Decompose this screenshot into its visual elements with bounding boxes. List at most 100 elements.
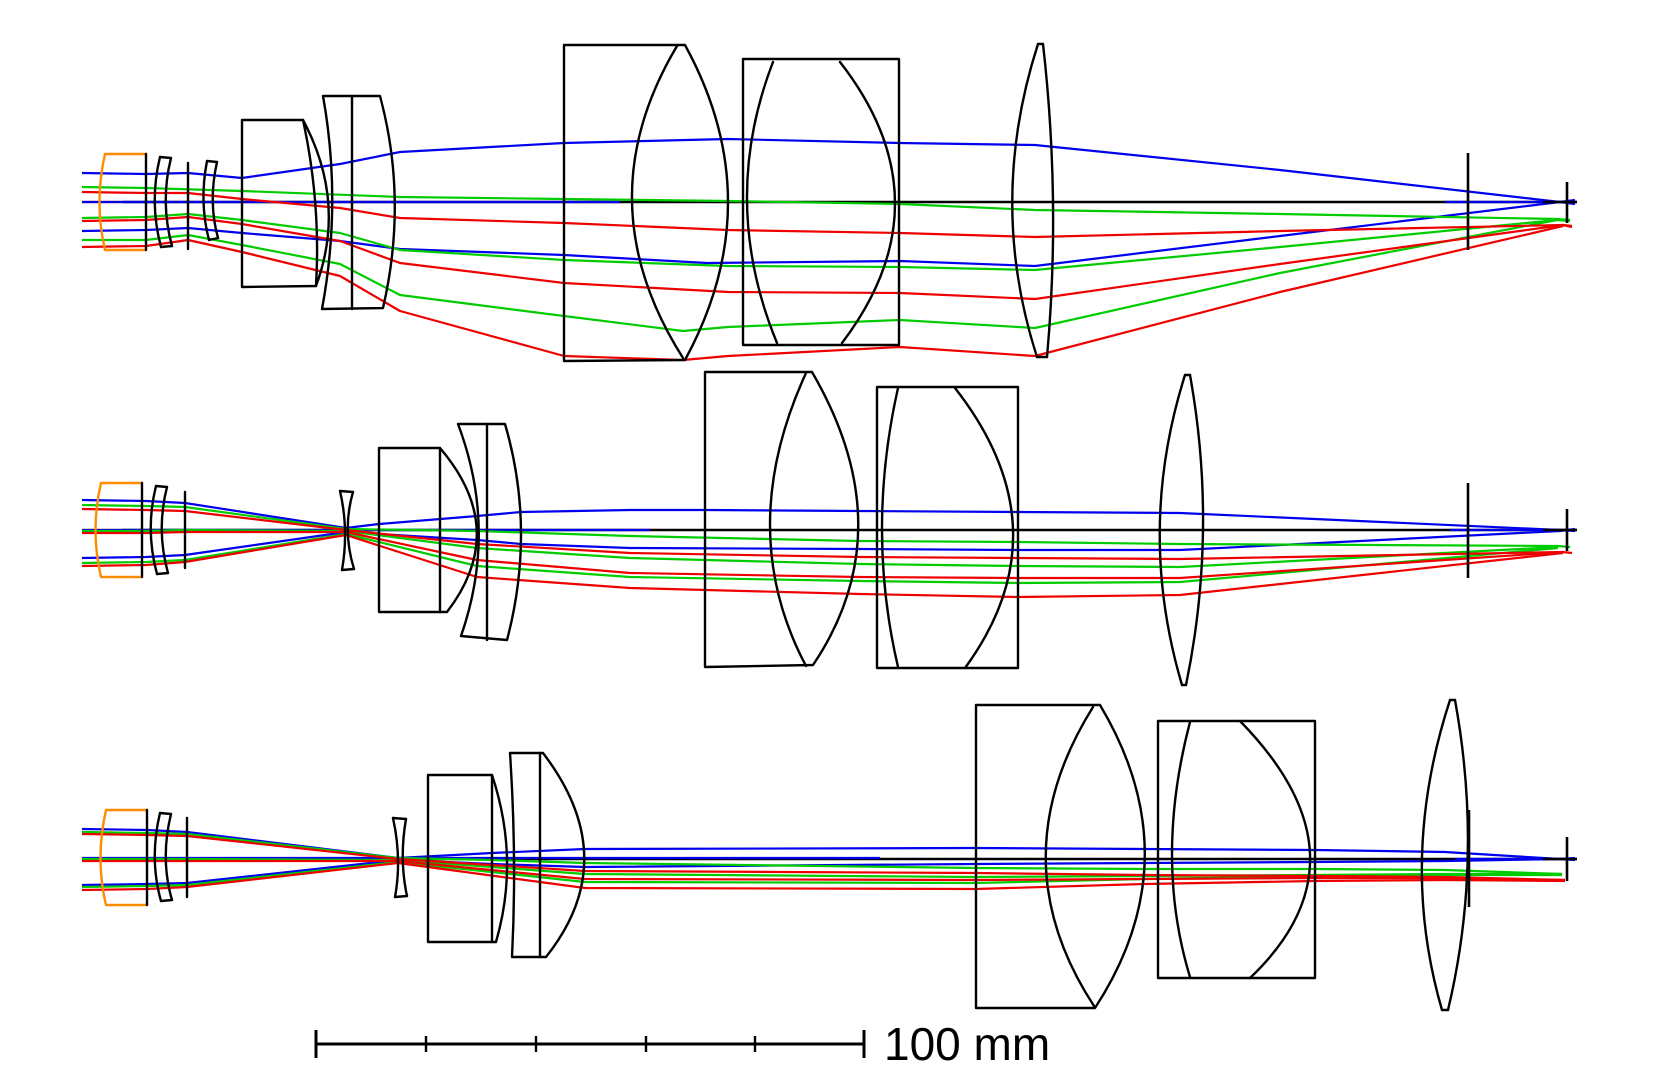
lens-elements [94,370,1205,687]
front-meniscus-surface [154,484,169,489]
relay-doublet-1-surface [630,44,685,360]
relay-doublet-1 [562,43,730,363]
variator-meniscus-surface [211,160,220,240]
scale-bar [314,1030,866,1058]
lens-elements [98,42,1055,363]
object-block-surface [99,808,149,907]
ray-green-mid [82,528,1559,569]
zoom-doublet-a-surface [377,446,478,614]
zoom-doublet-b [320,94,396,311]
ray-green-upper [81,830,1563,876]
ray-red-upper [81,507,1573,561]
front-meniscus [153,811,174,903]
relay-doublet-2-surface [1238,719,1312,980]
field-lens [1420,698,1470,1012]
field-lens [1011,42,1055,359]
relay-doublet-2 [741,57,901,347]
variator-meniscus-surface [391,816,408,821]
ray-blue-upper [81,498,1576,533]
front-meniscus-surface [159,898,174,903]
relay-doublet-1-surface [1044,705,1096,1008]
variator-meniscus-surface [346,490,356,571]
ray-red-lower [81,861,1566,892]
zoom-doublet-b-surface [456,422,523,642]
ray-red-mid [82,530,1564,580]
ray-green-upper [81,185,1571,222]
relay-doublet-1-surface [703,370,860,669]
variator-meniscus-surface [340,567,356,572]
field-lens-surface [1041,42,1055,359]
variator-meniscus-surface [338,489,355,494]
relay-doublet-2 [1156,719,1317,980]
front-meniscus-surface [159,244,174,249]
ray-bundle [81,137,1576,362]
field-lens-surface [1011,42,1040,359]
ray-blue-upper [81,827,1576,862]
ray-green-lower [82,218,1558,333]
relay-doublet-1 [974,703,1146,1010]
relay-doublet-2-surface [1170,720,1192,979]
zoom-doublet-a [240,118,330,289]
variator-meniscus-surface [202,159,211,242]
field-lens-surface [1420,698,1452,1012]
relay-doublet-1 [703,370,860,669]
zoom-doublet-b [508,751,586,959]
lens-elements [99,698,1470,1012]
ray-blue-lower [81,198,1576,268]
relay-doublet-2 [875,385,1020,670]
variator-meniscus-surface [401,817,409,898]
relay-doublet-2-surface [838,60,897,345]
variator-meniscus-surface [207,236,220,242]
relay-doublet-1-surface [562,43,730,363]
relay-doublet-2-surface [745,60,779,345]
front-meniscus-surface [164,156,174,248]
field-lens-surface [1446,698,1470,1012]
front-meniscus-surface [158,155,173,160]
zoom-position-1 [81,42,1577,363]
relay-doublet-2-surface [880,386,900,669]
variator-meniscus-surface [338,489,347,572]
object-block [99,808,149,907]
front-meniscus [149,484,170,576]
zoom-position-2 [81,370,1577,687]
relay-doublet-2-surface [953,386,1015,670]
scale-bar-label: 100 mm [884,1018,1050,1070]
relay-doublet-2-surface [741,57,901,347]
relay-doublet-2-surface [1156,719,1317,980]
zoom-doublet-a-surface [301,118,319,288]
zoom-position-3 [81,698,1577,1012]
front-meniscus-surface [155,571,170,576]
object-block [98,152,148,252]
ray-bundle [81,498,1576,599]
front-meniscus-surface [149,484,159,576]
zoom-doublet-a-surface [426,773,509,944]
relay-doublet-1-surface [768,371,808,668]
front-meniscus-surface [153,811,163,903]
front-meniscus-surface [164,812,174,902]
ray-green-upper [81,503,1571,549]
front-meniscus-surface [160,485,170,575]
field-lens-surface [1158,373,1187,687]
variator-meniscus-surface [205,159,219,164]
front-meniscus-surface [158,811,173,816]
front-meniscus-surface [153,155,163,249]
zoom-doublet-b-surface [320,94,396,311]
front-meniscus [153,155,174,249]
object-block [94,481,144,579]
zoom-doublet-a [426,773,509,944]
variator-meniscus [338,489,356,572]
relay-doublet-1-surface [974,703,1146,1010]
variator-meniscus [202,159,220,242]
zoom-doublet-b-surface [508,751,586,959]
object-block-surface [98,152,148,252]
zoom-doublet-a [377,446,478,614]
variator-meniscus-surface [391,816,400,899]
zoom-doublet-b [456,422,523,642]
ray-blue-lower [81,527,1576,560]
variator-meniscus [391,816,409,899]
relay-doublet-2-surface [875,385,1020,670]
variator-meniscus-surface [393,894,409,899]
optical-rows-layer [81,42,1577,1012]
